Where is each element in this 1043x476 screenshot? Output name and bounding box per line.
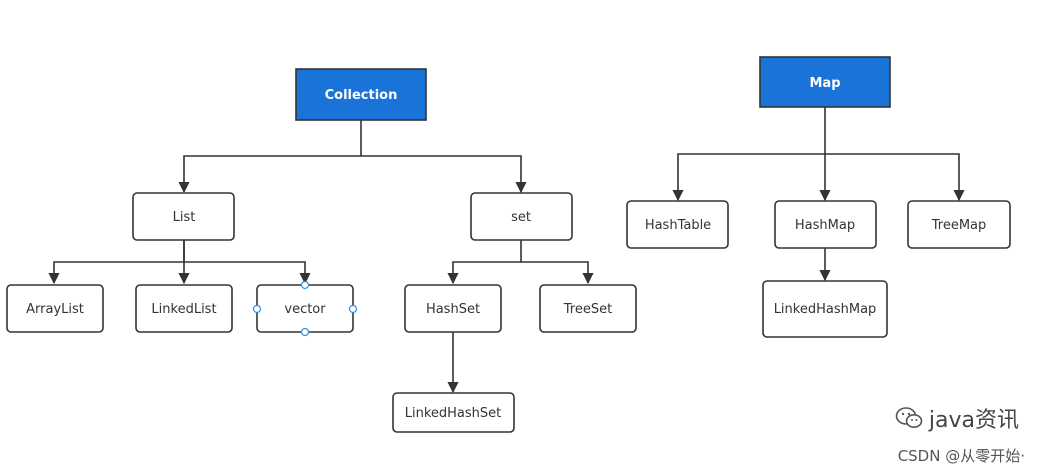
node-treemap[interactable]: TreeMap [907, 200, 1011, 249]
node-list[interactable]: List [132, 192, 235, 241]
node-linkedhashmap[interactable]: LinkedHashMap [762, 280, 888, 338]
node-collection-label: Collection [325, 88, 398, 103]
node-collection[interactable]: Collection [295, 68, 427, 121]
node-list-label: List [173, 210, 196, 225]
watermark-brand: java资讯 [928, 408, 1019, 433]
resize-handle-left[interactable] [252, 304, 262, 314]
edge-collection-list [178, 120, 362, 194]
node-treeset[interactable]: TreeSet [539, 284, 637, 333]
node-hashmap[interactable]: HashMap [774, 200, 877, 249]
edges-collection [48, 120, 594, 394]
csdn-credit: CSDN @从零开始· [897, 447, 1025, 465]
edge-map-treemap [825, 153, 965, 202]
wechat-watermark: java资讯 [895, 402, 1019, 434]
edge-set-hashset [447, 240, 522, 285]
node-hashset[interactable]: HashSet [404, 284, 502, 333]
edge-collection-set [361, 155, 527, 194]
resize-handle-bottom[interactable] [300, 327, 310, 337]
node-hashtable-label: HashTable [645, 218, 711, 233]
node-linkedhashset-label: LinkedHashSet [405, 406, 502, 421]
node-arraylist[interactable]: ArrayList [6, 284, 104, 333]
wechat-icon [895, 406, 923, 430]
node-set[interactable]: set [470, 192, 573, 241]
node-arraylist-label: ArrayList [26, 302, 84, 317]
node-treeset-label: TreeSet [563, 302, 612, 317]
edges-map [672, 107, 965, 282]
resize-handle-top[interactable] [300, 280, 310, 290]
node-linkedhashset[interactable]: LinkedHashSet [392, 392, 515, 433]
node-map[interactable]: Map [759, 56, 891, 108]
edge-list-arraylist [48, 240, 185, 285]
node-vector[interactable]: vector [252, 280, 358, 337]
resize-handle-right[interactable] [348, 304, 358, 314]
node-vector-label: vector [284, 302, 326, 317]
node-set-label: set [511, 210, 531, 225]
node-linkedlist[interactable]: LinkedList [135, 284, 233, 333]
node-hashset-label: HashSet [426, 302, 480, 317]
edge-set-treeset [521, 261, 594, 285]
node-linkedlist-label: LinkedList [151, 302, 216, 317]
node-treemap-label: TreeMap [931, 218, 987, 233]
node-hashmap-label: HashMap [795, 218, 855, 233]
node-linkedhashmap-label: LinkedHashMap [774, 302, 877, 317]
node-map-label: Map [809, 76, 840, 91]
edge-list-vector [184, 261, 311, 285]
edge-map-hashtable [672, 107, 826, 202]
node-hashtable[interactable]: HashTable [626, 200, 729, 249]
